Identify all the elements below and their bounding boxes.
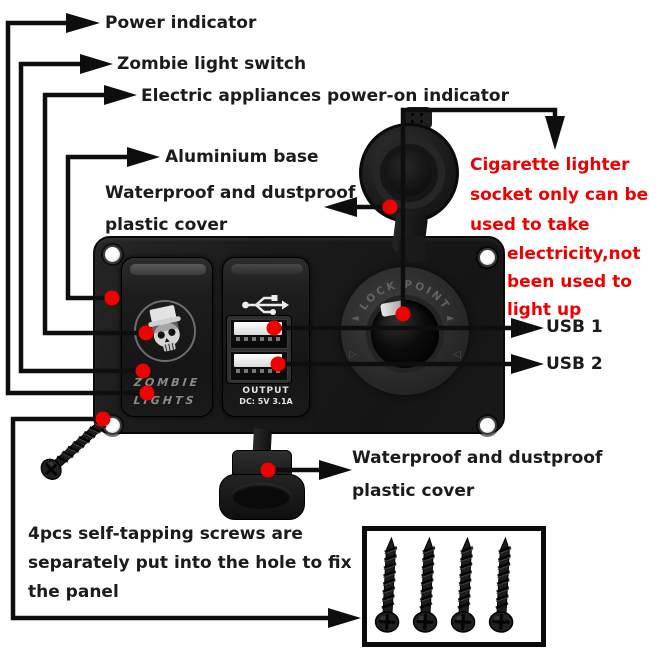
socket-right-triangle-glyph: ◁ xyxy=(453,349,461,360)
switch-top-highlight xyxy=(130,264,206,275)
label-aluminium-base: Aluminium base xyxy=(165,147,319,167)
socket-right-arrow-glyph: ► xyxy=(447,313,455,324)
screw-icon xyxy=(373,535,405,635)
label-cigarette-warning-part1: Cigarette lighter socket only can be use… xyxy=(470,155,649,235)
usb-rating-label: DC: 5V 3.1A xyxy=(239,397,293,406)
cover-center xyxy=(386,150,432,196)
usb-top-highlight xyxy=(231,264,303,274)
screw-hole-top-left xyxy=(103,245,122,264)
label-electric-appliances-indicator: Electric appliances power-on indicator xyxy=(141,86,509,106)
label-waterproof-cover-bottom: Waterproof and dustproof plastic cover xyxy=(352,448,603,501)
socket-left-arrow-glyph: ◄ xyxy=(351,313,359,324)
usb-port-2-tongue xyxy=(234,354,282,367)
usb-port-1-tongue xyxy=(234,322,282,335)
usb-trident-icon xyxy=(242,295,289,315)
screw-hole-top-right xyxy=(478,248,497,267)
label-power-indicator: Power indicator xyxy=(105,13,257,33)
skull-icon xyxy=(148,305,181,352)
usb-port-2-pins xyxy=(236,369,280,373)
switch-label-line1: ZOMBIE xyxy=(133,376,201,389)
usb-port-1-pins xyxy=(236,337,280,341)
cover-hinge-knuckle xyxy=(398,236,426,262)
socket-left-triangle-glyph: ▷ xyxy=(349,349,357,360)
switch-label-line2: LIGHTS xyxy=(132,394,198,407)
label-zombie-light-switch: Zombie light switch xyxy=(117,54,307,74)
self-tapping-screw xyxy=(35,408,118,485)
label-cigarette-warning-part2: electricity,not been used to light up xyxy=(507,244,641,320)
screw-hole-bottom-right xyxy=(478,416,497,435)
label-screws-note: 4pcs self-tapping screws are separately … xyxy=(28,524,352,602)
label-usb1: USB 1 xyxy=(546,317,603,337)
screw-icon xyxy=(487,535,519,635)
usb-output-label: OUTPUT xyxy=(242,386,290,396)
label-waterproof-cover-top: Waterproof and dustproof plastic cover xyxy=(105,183,356,235)
usb-cover-rim xyxy=(231,483,291,509)
label-usb2: USB 2 xyxy=(546,354,603,374)
screw-icon xyxy=(449,535,481,635)
screw-icon xyxy=(411,535,443,635)
